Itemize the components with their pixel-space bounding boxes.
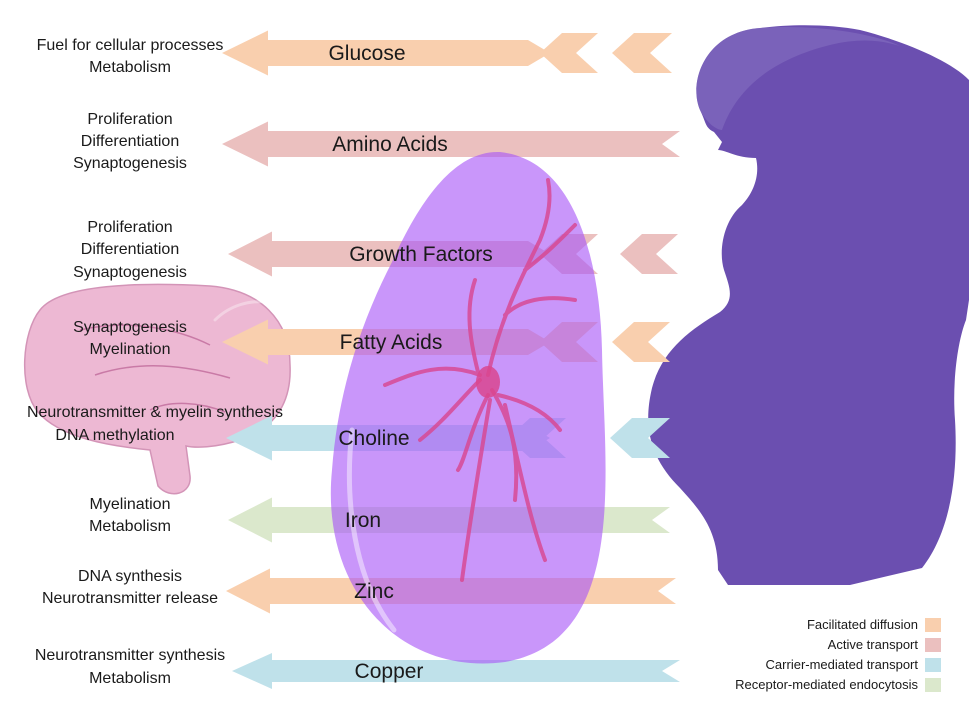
legend-swatch-receptor-mediated-endocytosis [925, 678, 941, 692]
choline-label: Choline [338, 427, 409, 450]
brain-illustration [25, 284, 290, 493]
growth-factors-function-2: Differentiation [81, 241, 179, 258]
legend-swatch-carrier-mediated-transport [925, 658, 941, 672]
iron-function-1: Myelination [90, 496, 171, 513]
glucose-chevron-1 [540, 33, 598, 73]
zinc-function-2: Neurotransmitter release [42, 590, 218, 607]
zinc-function-1: DNA synthesis [78, 568, 182, 585]
fatty-acids-function-2: Myelination [90, 341, 171, 358]
glucose-label: Glucose [328, 42, 405, 65]
growth-factors-function-1: Proliferation [87, 219, 172, 236]
glucose-function-1: Fuel for cellular processes [37, 37, 224, 54]
choline-function-1: Neurotransmitter & myelin synthesis [27, 404, 283, 421]
amino-acids-function-1: Proliferation [87, 111, 172, 128]
pregnant-woman-silhouette [648, 25, 969, 585]
fatty-acids-label: Fatty Acids [340, 331, 443, 354]
legend-label-carrier-mediated-transport: Carrier-mediated transport [766, 657, 919, 672]
copper-label: Copper [355, 660, 424, 683]
growth-factors-function-3: Synaptogenesis [73, 264, 187, 281]
fatty-acids-function-1: Synaptogenesis [73, 319, 187, 336]
amino-acids-function-2: Differentiation [81, 133, 179, 150]
amino-acids-label: Amino Acids [332, 133, 448, 156]
zinc-label: Zinc [354, 580, 394, 603]
amino-acids-arrow [222, 122, 680, 167]
legend-swatch-active-transport [925, 638, 941, 652]
neuron-cell-body [476, 366, 500, 398]
glucose-chevron-2 [612, 33, 672, 73]
glucose-function-2: Metabolism [89, 59, 171, 76]
legend-label-active-transport: Active transport [828, 637, 919, 652]
fatty-acids-chevron-2 [612, 322, 670, 362]
iron-label: Iron [345, 509, 381, 532]
choline-function-2: DNA methylation [55, 427, 174, 444]
legend-label-receptor-mediated-endocytosis: Receptor-mediated endocytosis [735, 677, 918, 692]
legend-swatch-facilitated-diffusion [925, 618, 941, 632]
amino-acids-function-3: Synaptogenesis [73, 155, 187, 172]
copper-function-2: Metabolism [89, 670, 171, 687]
iron-function-2: Metabolism [89, 518, 171, 535]
legend-label-facilitated-diffusion: Facilitated diffusion [807, 617, 918, 632]
copper-function-1: Neurotransmitter synthesis [35, 647, 225, 664]
growth-factors-chevron-2 [620, 234, 678, 274]
growth-factors-label: Growth Factors [349, 243, 493, 266]
